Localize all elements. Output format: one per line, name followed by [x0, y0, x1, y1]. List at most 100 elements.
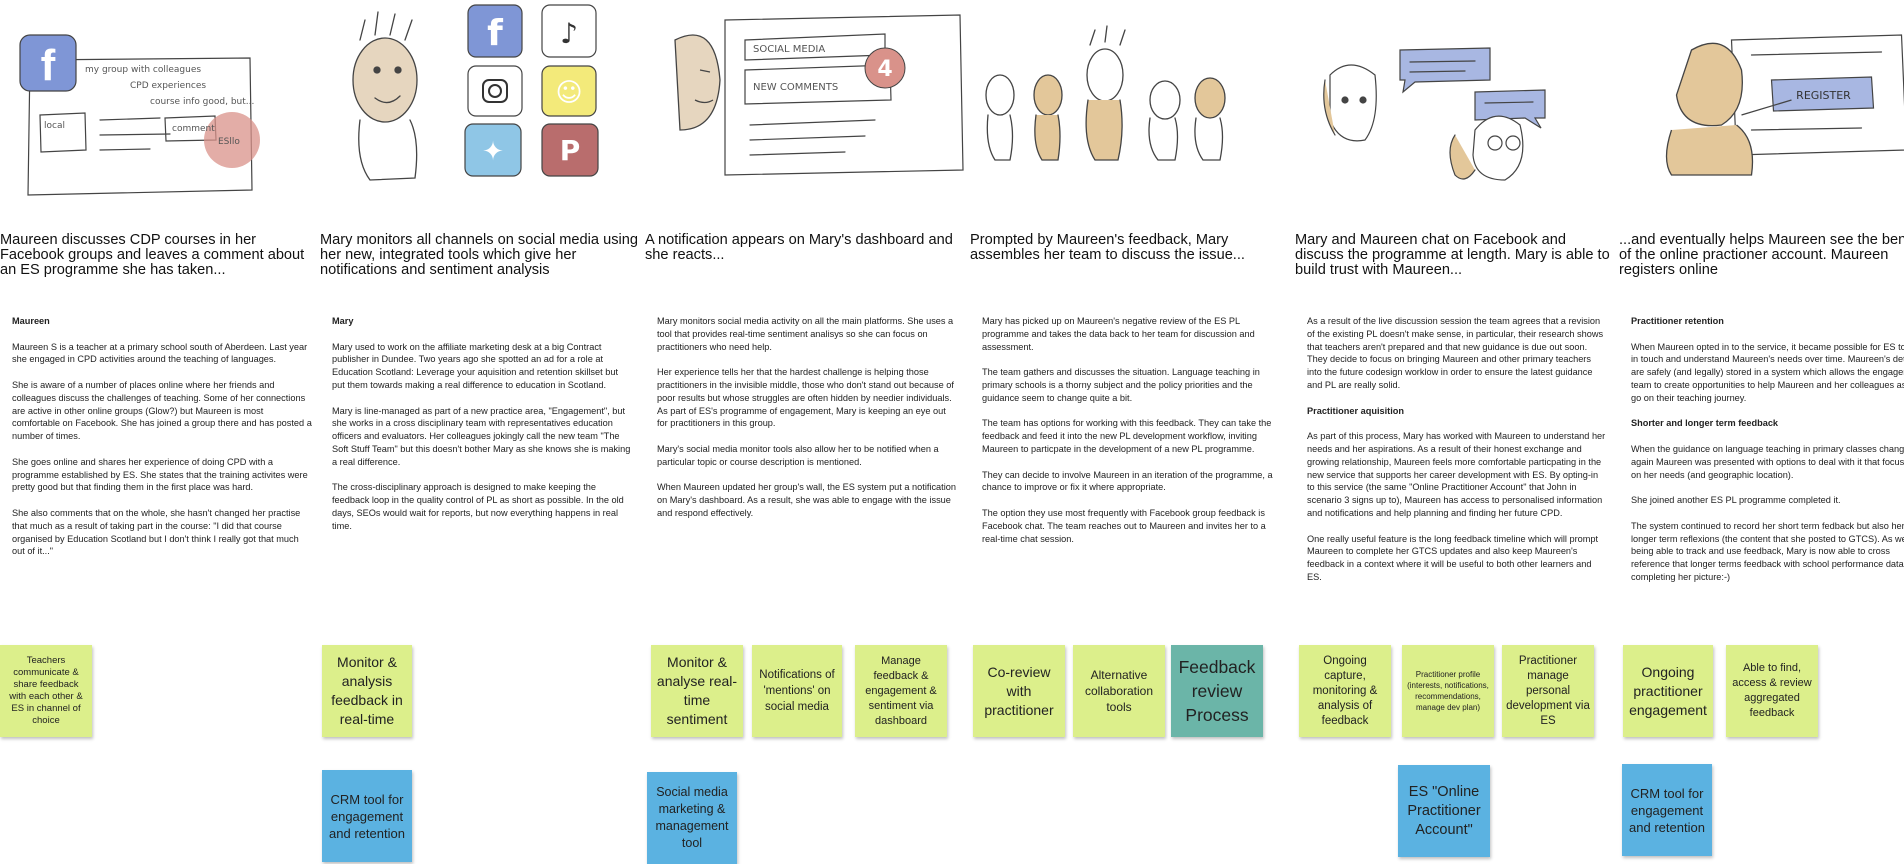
sticky-note: CRM tool for engagement and retention	[1622, 764, 1712, 856]
sticky-note: Monitor & analysis feedback in real-time	[322, 645, 412, 737]
body-paragraph: Her experience tells her that the hardes…	[657, 367, 954, 429]
sketch-label: SOCIAL MEDIA	[753, 44, 825, 55]
team-gathering-sketch	[985, 25, 1226, 161]
facebook-icon: f	[19, 34, 77, 92]
sticky-note: Manage feedback & engagement & sentiment…	[855, 645, 947, 737]
column-eventually-helps: REGISTER ...and eventually helps Maureen…	[1619, 0, 1904, 864]
team-member-figure	[1033, 74, 1063, 161]
body-heading: Practitioner aquisition	[1307, 405, 1404, 416]
sticky-note: Ongoing capture, monitoring & analysis o…	[1299, 645, 1391, 737]
note-text: Social media marketing & management tool	[655, 785, 729, 850]
instagram-icon	[467, 65, 523, 117]
column-body: Mary Mary used to work on the affiliate …	[332, 315, 632, 545]
sticky-note: Co-review with practitioner	[973, 645, 1065, 737]
sticky-note: Able to find, access & review aggregated…	[1726, 645, 1818, 737]
sketch-label: NEW COMMENTS	[753, 82, 838, 93]
column-notification-appears: SOCIAL MEDIA NEW COMMENTS 4 A notificati…	[645, 0, 970, 864]
note-text: Practitioner manage personal development…	[1506, 654, 1590, 727]
sticky-note: Social media marketing & management tool	[647, 772, 737, 864]
body-paragraph: The team gathers and discusses the situa…	[982, 367, 1260, 403]
body-paragraph: The option they use most frequently with…	[982, 507, 1266, 544]
sticky-note: CRM tool for engagement and retention	[322, 770, 412, 862]
note-text: Monitor & analysis feedback in real-time	[331, 654, 403, 727]
sticky-note: Alternative collaboration tools	[1073, 645, 1165, 737]
column-caption: Prompted by Maureen's feedback, Mary ass…	[970, 232, 1245, 263]
sketch-label: comment	[172, 124, 215, 134]
body-paragraph: Mary is line-managed as part of a new pr…	[332, 405, 631, 467]
tiktok-icon	[541, 4, 597, 58]
body-paragraph: She is aware of a number of places onlin…	[12, 379, 312, 442]
column-caption: Maureen discusses CDP courses in her Fac…	[0, 232, 305, 278]
facebook-icon	[467, 4, 523, 58]
column-caption: Mary monitors all channels on social med…	[320, 232, 638, 278]
note-text: CRM tool for engagement and retention	[1629, 785, 1705, 835]
facebook-group-sketch: f my group with colleagues CPD experienc…	[19, 34, 260, 196]
note-text: Feedback review Process	[1178, 657, 1256, 725]
body-paragraph: Mary used to work on the affiliate marke…	[332, 341, 619, 390]
twitter-icon	[464, 123, 522, 177]
body-paragraph: Mary has picked up on Maureen's negative…	[982, 316, 1255, 352]
column-caption: A notification appears on Mary's dashboa…	[645, 232, 953, 263]
body-paragraph: When Maureen updated her group's wall, t…	[657, 482, 956, 518]
snapchat-icon	[541, 65, 597, 117]
sketch-label: ESllo	[218, 137, 240, 147]
svg-text:f: f	[487, 13, 503, 54]
note-text: Notifications of 'mentions' on social me…	[759, 669, 835, 713]
body-paragraph: She joined another ES PL programme compl…	[1631, 495, 1841, 506]
body-paragraph: She also comments that on the whole, she…	[12, 507, 301, 557]
column-caption: Mary and Maureen chat on Facebook and di…	[1295, 232, 1610, 278]
body-paragraph: When Maureen opted in to the service, it…	[1631, 341, 1904, 403]
note-text: Alternative collaboration tools	[1084, 668, 1154, 714]
pinterest-icon	[541, 123, 599, 177]
maureen-figure	[1323, 64, 1377, 142]
svg-text:✦: ✦	[482, 137, 504, 167]
column-body: As a result of the live discussion sessi…	[1307, 315, 1607, 597]
body-heading: Maureen	[12, 316, 50, 326]
column-body: Mary monitors social media activity on a…	[657, 315, 957, 533]
mary-figure	[1085, 25, 1126, 161]
team-member-figure	[1148, 80, 1181, 161]
comment-blob	[204, 112, 260, 168]
note-text: ES "Online Practitioner Account"	[1407, 783, 1481, 838]
maureen-figure	[1665, 42, 1792, 176]
sketch-label: REGISTER	[1796, 89, 1851, 102]
svg-text:♪: ♪	[560, 17, 578, 50]
column-mary-monitors: f ♪ ☺ ✦ P Mary monitors all channels on …	[320, 0, 645, 864]
body-paragraph: When the guidance on language teaching i…	[1631, 443, 1904, 480]
column-caption: ...and eventually helps Maureen see the …	[1619, 232, 1904, 278]
notification-count: 4	[877, 57, 892, 82]
sticky-note: Notifications of 'mentions' on social me…	[752, 645, 842, 737]
column-maureen-discusses: f my group with colleagues CPD experienc…	[0, 0, 325, 864]
column-body: Mary has picked up on Maureen's negative…	[982, 315, 1282, 558]
sticky-note: Monitor & analyse real-time sentiment	[651, 645, 743, 737]
body-paragraph: As a result of the live discussion sessi…	[1307, 316, 1604, 390]
note-text: Teachers communicate & share feedback wi…	[9, 655, 83, 726]
note-text: Practitioner profile (interests, notific…	[1407, 670, 1489, 712]
note-text: Ongoing capture, monitoring & analysis o…	[1312, 654, 1378, 727]
column-body: Maureen Maureen S is a teacher at a prim…	[12, 315, 312, 571]
registration-sketch: REGISTER	[1665, 34, 1904, 176]
note-text: Monitor & analyse real-time sentiment	[656, 654, 738, 727]
facebook-chat-sketch	[1323, 47, 1546, 181]
body-paragraph: Mary monitors social media activity on a…	[657, 316, 954, 352]
note-text: CRM tool for engagement and retention	[329, 791, 405, 841]
body-paragraph: Maureen S is a teacher at a primary scho…	[12, 341, 308, 365]
svg-text:f: f	[41, 41, 56, 90]
body-paragraph: As part of this process, Mary has worked…	[1307, 431, 1606, 518]
dashboard-notification-sketch: SOCIAL MEDIA NEW COMMENTS 4	[674, 14, 964, 176]
social-channels-sketch: f ♪ ☺ ✦ P	[352, 4, 599, 181]
body-paragraph: She goes online and shares her experienc…	[12, 456, 308, 493]
column-prompted-by-feedback: Prompted by Maureen's feedback, Mary ass…	[970, 0, 1295, 864]
sticky-note: Feedback review Process	[1171, 645, 1263, 737]
sketch-label: my group with colleagues	[85, 65, 201, 75]
notification-badge: 4	[864, 47, 906, 89]
mary-figure	[674, 34, 721, 131]
team-member-figure	[1194, 77, 1226, 161]
sticky-note: ES "Online Practitioner Account"	[1398, 765, 1490, 857]
sketch-label: course info good, but...	[150, 97, 254, 107]
body-paragraph: The team has options for working with th…	[982, 418, 1272, 454]
chat-bubble-icon	[1399, 47, 1491, 94]
sticky-note: Ongoing practitioner engagement	[1623, 645, 1713, 737]
mary-figure	[1449, 115, 1524, 181]
register-button-sketch: REGISTER	[1770, 76, 1875, 112]
